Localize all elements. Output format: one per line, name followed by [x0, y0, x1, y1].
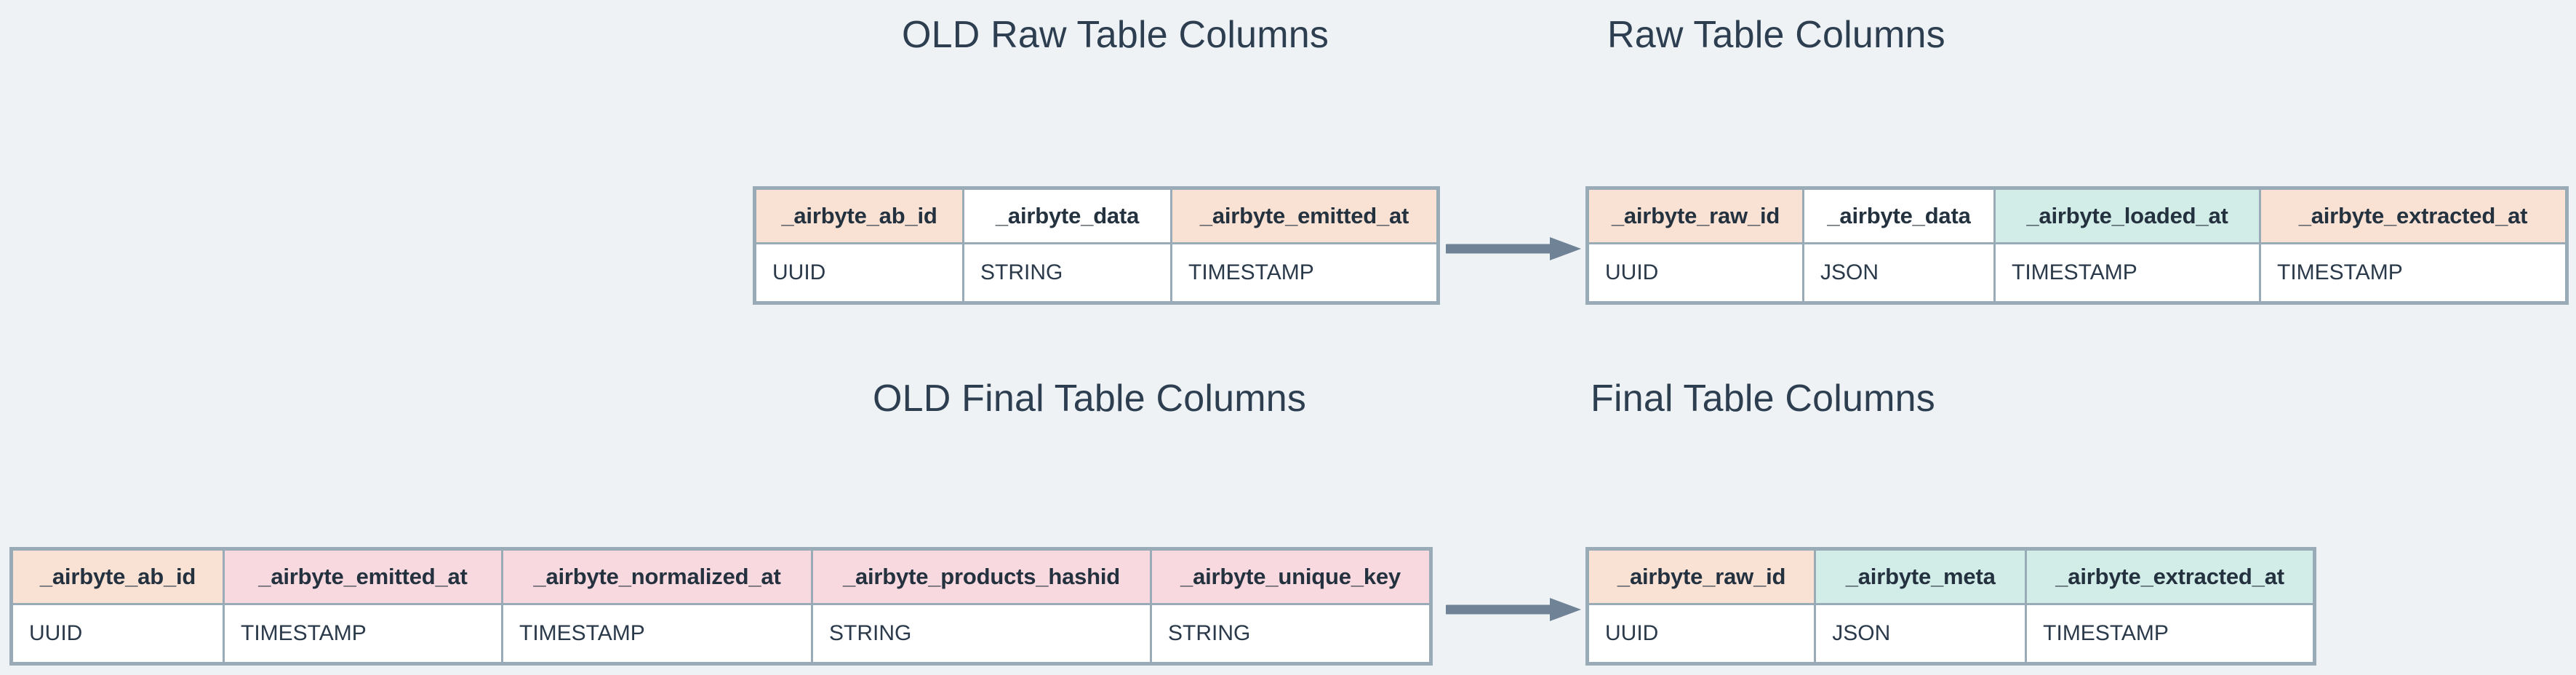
column-header-airbyte-extracted-at: _airbyte_extracted_at [2259, 187, 2568, 244]
final-migration-arrow-icon [1446, 598, 1581, 621]
table-row: UUID JSON TIMESTAMP [1585, 603, 2316, 665]
cell-type-airbyte-ab-id: UUID [10, 603, 225, 665]
column-header-airbyte-loaded-at: _airbyte_loaded_at [1993, 187, 2261, 244]
table-header-row: _airbyte_ab_id _airbyte_data _airbyte_em… [753, 187, 1439, 244]
cell-type-airbyte-normalized-at: TIMESTAMP [501, 603, 813, 665]
column-header-airbyte-raw-id: _airbyte_raw_id [1586, 187, 1804, 244]
cell-type-airbyte-unique-key: STRING [1150, 603, 1432, 665]
column-header-airbyte-extracted-at: _airbyte_extracted_at [2025, 548, 2316, 605]
old-final-table: _airbyte_ab_id _airbyte_emitted_at _airb… [9, 547, 1433, 666]
cell-type-airbyte-data: JSON [1802, 242, 1996, 304]
old-final-table-title: OLD Final Table Columns [873, 378, 1307, 420]
column-header-airbyte-raw-id: _airbyte_raw_id [1585, 548, 1817, 605]
column-header-airbyte-data: _airbyte_data [1802, 187, 1996, 244]
final-table-title: Final Table Columns [1591, 378, 1935, 420]
cell-type-airbyte-extracted-at: TIMESTAMP [2025, 603, 2316, 665]
column-header-airbyte-products-hashid: _airbyte_products_hashid [811, 548, 1152, 605]
column-header-airbyte-normalized-at: _airbyte_normalized_at [501, 548, 813, 605]
column-header-airbyte-unique-key: _airbyte_unique_key [1150, 548, 1432, 605]
column-header-airbyte-emitted-at: _airbyte_emitted_at [223, 548, 503, 605]
cell-type-airbyte-raw-id: UUID [1585, 603, 1817, 665]
cell-type-airbyte-extracted-at: TIMESTAMP [2259, 242, 2568, 304]
cell-type-airbyte-emitted-at: TIMESTAMP [223, 603, 503, 665]
table-header-row: _airbyte_ab_id _airbyte_emitted_at _airb… [10, 548, 1432, 605]
table-row: UUID STRING TIMESTAMP [753, 242, 1439, 304]
table-header-row: _airbyte_raw_id _airbyte_meta _airbyte_e… [1585, 548, 2316, 605]
table-header-row: _airbyte_raw_id _airbyte_data _airbyte_l… [1586, 187, 2568, 244]
column-header-airbyte-ab-id: _airbyte_ab_id [10, 548, 225, 605]
column-header-airbyte-data: _airbyte_data [962, 187, 1172, 244]
cell-type-airbyte-ab-id: UUID [753, 242, 964, 304]
column-header-airbyte-meta: _airbyte_meta [1814, 548, 2028, 605]
column-header-airbyte-ab-id: _airbyte_ab_id [753, 187, 964, 244]
cell-type-airbyte-loaded-at: TIMESTAMP [1993, 242, 2261, 304]
cell-type-airbyte-products-hashid: STRING [811, 603, 1152, 665]
column-header-airbyte-emitted-at: _airbyte_emitted_at [1170, 187, 1439, 244]
raw-table: _airbyte_raw_id _airbyte_data _airbyte_l… [1585, 186, 2569, 305]
cell-type-airbyte-emitted-at: TIMESTAMP [1170, 242, 1439, 304]
final-table: _airbyte_raw_id _airbyte_meta _airbyte_e… [1585, 547, 2316, 666]
table-row: UUID JSON TIMESTAMP TIMESTAMP [1586, 242, 2568, 304]
table-row: UUID TIMESTAMP TIMESTAMP STRING STRING [10, 603, 1432, 665]
cell-type-airbyte-raw-id: UUID [1586, 242, 1804, 304]
raw-table-title: Raw Table Columns [1607, 14, 1945, 56]
cell-type-airbyte-data: STRING [962, 242, 1172, 304]
old-raw-table-title: OLD Raw Table Columns [902, 14, 1329, 56]
cell-type-airbyte-meta: JSON [1814, 603, 2028, 665]
raw-migration-arrow-icon [1446, 237, 1581, 260]
old-raw-table: _airbyte_ab_id _airbyte_data _airbyte_em… [753, 186, 1440, 305]
